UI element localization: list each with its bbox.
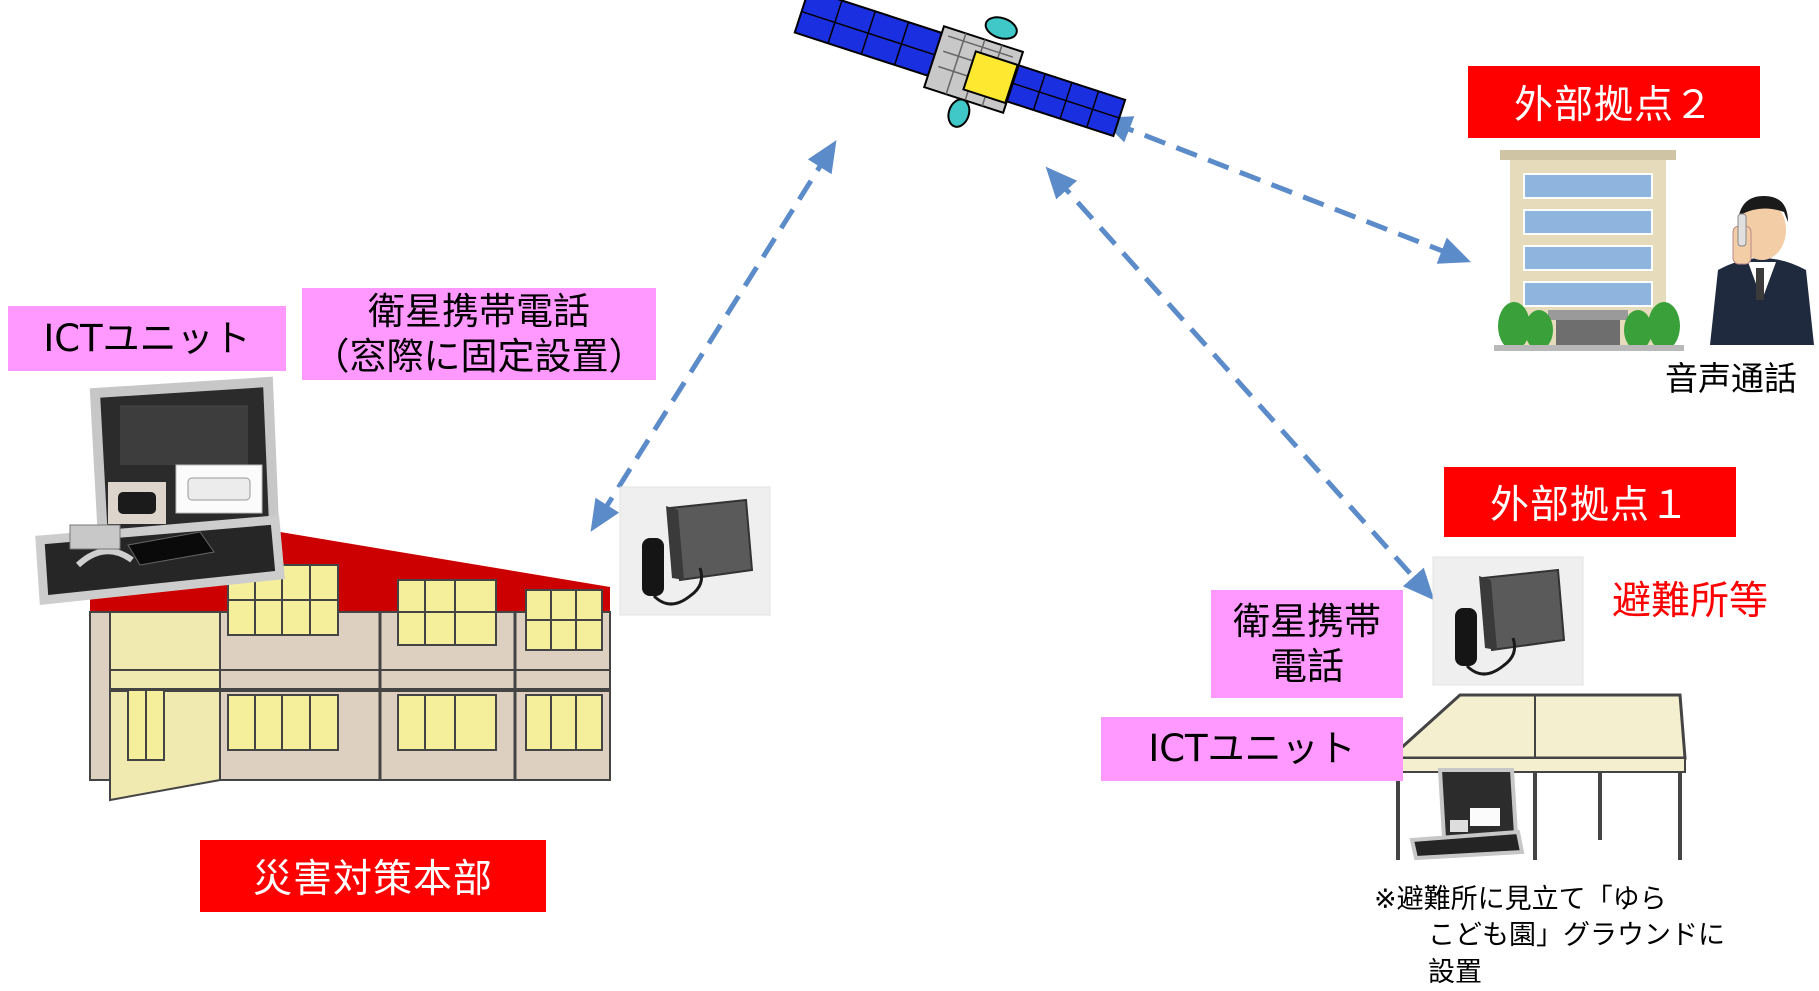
satphone-right-line1: 衛星携帯 (1233, 599, 1381, 643)
tent-icon (1386, 693, 1687, 861)
tent-note-line3: 設置 (1428, 956, 1482, 988)
voice-call-label: 音声通話 (1665, 359, 1797, 398)
link-satellite-external1 (1045, 166, 1435, 601)
tent-note-line2: こども園」グラウンドに (1428, 920, 1725, 952)
shelter-label: 避難所等 (1612, 579, 1769, 624)
ict-unit-case-icon (35, 376, 285, 605)
satphone-right-label: 衛星携帯 電話 (1211, 590, 1403, 698)
satphone-left-label: 衛星携帯電話 （窓際に固定設置） (302, 288, 656, 380)
satphone-right-line2: 電話 (1270, 645, 1344, 688)
ict-unit-left-label: ICTユニット (8, 306, 286, 371)
link-satellite-external2 (1099, 116, 1472, 264)
school-building-icon (89, 525, 611, 802)
link-hq-satellite (590, 140, 837, 532)
tent-note-line1: ※避難所に見立て「ゆら (1374, 884, 1667, 915)
external-site-2-label: 外部拠点２ (1468, 66, 1760, 138)
external-site-1-label: 外部拠点１ (1444, 467, 1736, 537)
satellite-links (590, 116, 1472, 601)
person-on-phone-icon (1710, 196, 1814, 345)
hq-label: 災害対策本部 (200, 840, 546, 912)
ict-unit-right-label: ICTユニット (1101, 717, 1403, 781)
office-building-icon (1494, 150, 1684, 351)
satphone-left-line2: （窓際に固定設置） (312, 335, 646, 378)
satphone-left-line1: 衛星携帯電話 (368, 289, 590, 333)
satellite-icon (793, 0, 1127, 138)
tent-note: ※避難所に見立て「ゆら こども園」グラウンドに 設置 (1374, 882, 1725, 991)
satellite-phone-icon-right (1432, 556, 1584, 686)
satellite-phone-icon (619, 486, 771, 616)
